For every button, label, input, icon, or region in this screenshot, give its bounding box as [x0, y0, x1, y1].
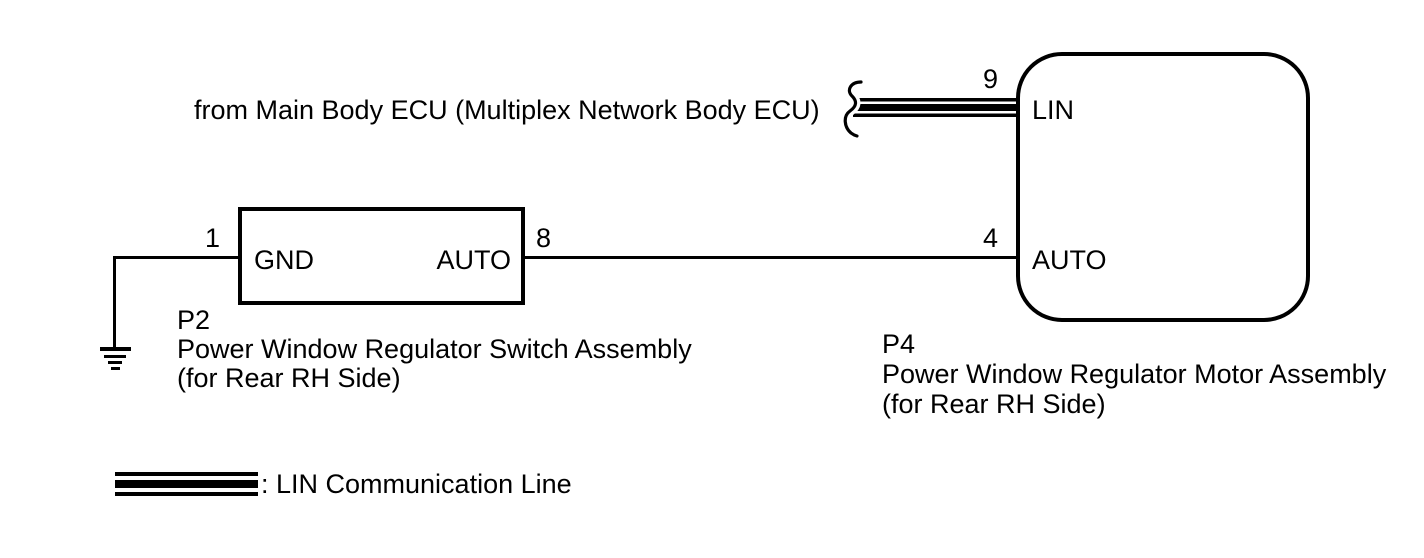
from-ecu-label: from Main Body ECU (Multiplex Network Bo… — [194, 95, 820, 125]
ground-icon — [98, 346, 134, 372]
switch-auto-terminal-label: AUTO — [436, 245, 511, 275]
switch-assembly-caption: P2 Power Window Regulator Switch Assembl… — [177, 306, 692, 393]
switch-assembly-location: (for Rear RH Side) — [177, 363, 401, 393]
motor-assembly-caption: P4 Power Window Regulator Motor Assembly… — [882, 329, 1386, 419]
motor-lin-terminal-label: LIN — [1032, 95, 1075, 125]
switch-assembly-code: P2 — [177, 305, 211, 335]
motor-assembly-name: Power Window Regulator Motor Assembly — [882, 359, 1387, 389]
motor-assembly-box — [1016, 52, 1310, 322]
motor-assembly-code: P4 — [882, 329, 916, 359]
motor-assembly-location: (for Rear RH Side) — [882, 389, 1106, 419]
legend-lin-swatch — [115, 472, 258, 496]
pin-number-8: 8 — [536, 223, 552, 253]
switch-assembly-name: Power Window Regulator Switch Assembly — [177, 334, 692, 364]
auto-wire — [525, 256, 1018, 259]
switch-gnd-terminal-label: GND — [254, 245, 314, 275]
legend-lin-label: : LIN Communication Line — [261, 469, 572, 499]
pin-number-1: 1 — [204, 223, 220, 253]
wire-break-icon — [840, 78, 866, 140]
pin-number-9: 9 — [982, 64, 998, 94]
switch-assembly-box — [238, 207, 525, 305]
gnd-wire — [113, 256, 240, 259]
motor-auto-terminal-label: AUTO — [1032, 245, 1107, 275]
pin-number-4: 4 — [982, 223, 998, 253]
lin-wire — [853, 98, 1018, 117]
gnd-wire-vertical — [113, 256, 116, 349]
